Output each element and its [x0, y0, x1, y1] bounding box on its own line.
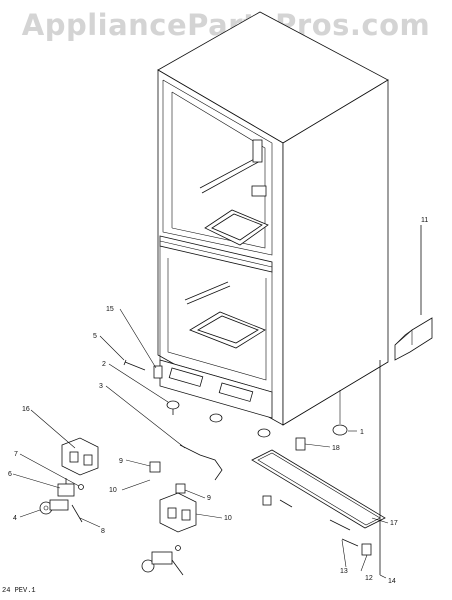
callout-6: 6 [8, 471, 12, 478]
part-10-hinge-bracket [159, 492, 197, 533]
callout-7: 7 [14, 451, 18, 458]
part-18-plate [295, 437, 306, 451]
part-caster-lower-assembly [141, 545, 184, 576]
part-4-caster-wheel [39, 499, 69, 515]
callout-1: 1 [360, 429, 364, 436]
callout-10b: 10 [224, 515, 232, 522]
part-8-pin [71, 504, 83, 523]
callout-8: 8 [101, 528, 105, 535]
callout-3: 3 [99, 383, 103, 390]
part-11-hinge-cover [394, 225, 433, 361]
callout-5: 5 [93, 333, 97, 340]
part-5-screw [123, 359, 146, 371]
part-leveler-center [209, 413, 223, 423]
callout-18: 18 [332, 445, 340, 452]
callout-17: 17 [390, 520, 398, 527]
callout-15: 15 [106, 306, 114, 313]
callout-9a: 9 [119, 458, 123, 465]
part-9b-clip [175, 483, 186, 494]
callout-9b: 9 [207, 495, 211, 502]
part-3-tube [179, 444, 223, 481]
part-12-roller [341, 538, 372, 556]
part-17-base-rail [251, 449, 386, 531]
part-6-wheel-assembly [57, 478, 75, 497]
part-16-hinge-bracket [61, 437, 99, 476]
part-9-clip [149, 461, 161, 473]
callout-11: 11 [421, 217, 428, 224]
part-2-leveler [166, 400, 180, 415]
part-1-leveler [332, 390, 348, 436]
part-leveler-right [257, 428, 271, 438]
callout-4: 4 [13, 515, 17, 522]
callout-12: 12 [365, 575, 373, 582]
refrigerator-cabinet [157, 11, 389, 426]
callout-2: 2 [102, 361, 106, 368]
callout-13: 13 [340, 568, 348, 575]
callout-14: 14 [388, 578, 396, 585]
drawing-code: 24 PEV.1 [2, 587, 36, 595]
part-7-screw [78, 484, 84, 490]
callout-10a: 10 [109, 487, 117, 494]
callout-16: 16 [22, 406, 30, 413]
callout-leaders [12, 308, 389, 579]
part-15-bracket [153, 365, 163, 379]
